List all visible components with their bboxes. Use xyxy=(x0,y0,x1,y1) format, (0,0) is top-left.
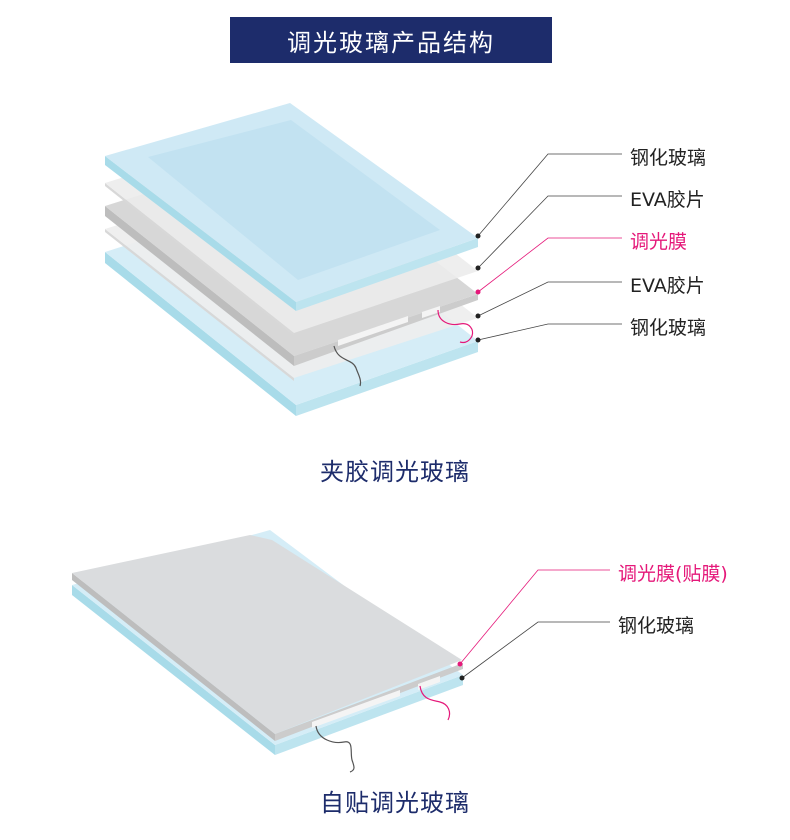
callout-line-eva-bottom xyxy=(477,281,622,317)
laminated-wire-dark xyxy=(333,345,362,387)
label-glass-bottom: 钢化玻璃 xyxy=(630,317,707,339)
callout-line-glass-bottom xyxy=(477,323,622,341)
callout-dot-glass-bottom xyxy=(475,337,481,343)
label-film: 调光膜 xyxy=(630,231,688,253)
caption-laminated: 夹胶调光玻璃 xyxy=(320,458,470,486)
laminated-wire-pink xyxy=(437,309,474,344)
caption-self-adhesive: 自贴调光玻璃 xyxy=(320,789,470,817)
callout-line-eva-top xyxy=(477,195,622,269)
callout-dot-sa-film xyxy=(457,661,463,667)
callout-line-sa-glass xyxy=(461,621,610,679)
callout-line-sa-film xyxy=(459,569,610,665)
callout-line-film xyxy=(477,237,622,293)
label-eva-top: EVA胶片 xyxy=(630,189,705,211)
self-adhesive-stack xyxy=(72,530,463,773)
laminated-top-glass xyxy=(105,103,478,311)
laminated-stack xyxy=(105,103,478,416)
callout-dot-eva-bottom xyxy=(475,313,481,319)
label-glass-top: 钢化玻璃 xyxy=(630,147,707,169)
callout-dot-sa-glass xyxy=(459,675,465,681)
laminated-callouts xyxy=(475,153,622,343)
title-banner: 调光玻璃产品结构 xyxy=(230,17,552,63)
title-text: 调光玻璃产品结构 xyxy=(287,28,495,57)
label-sa-film: 调光膜(贴膜) xyxy=(618,563,728,585)
label-sa-glass: 钢化玻璃 xyxy=(618,615,695,637)
self-adhesive-wire-pink xyxy=(419,685,451,721)
self-adhesive-wire-dark xyxy=(315,725,355,773)
callout-dot-glass-top xyxy=(475,233,481,239)
label-eva-bottom: EVA胶片 xyxy=(630,275,705,297)
self-adhesive-callouts xyxy=(457,569,610,681)
callout-line-glass-top xyxy=(477,153,622,237)
self-adhesive-film xyxy=(72,535,463,741)
callout-dot-eva-top xyxy=(475,265,481,271)
callout-dot-film xyxy=(475,289,481,295)
